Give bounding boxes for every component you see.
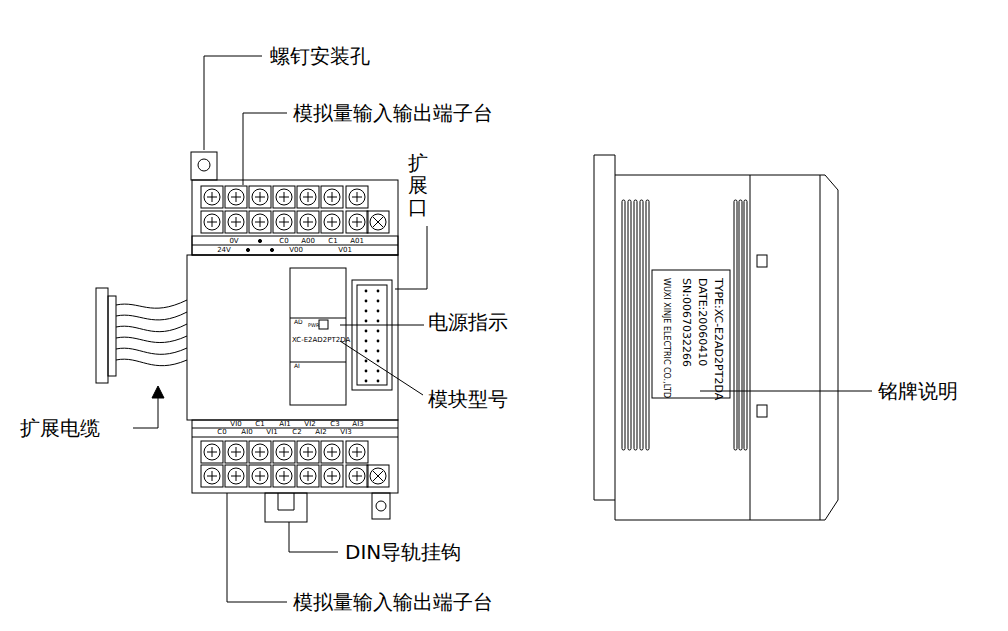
nameplate-text: WUXI XINJE ELECTRIC CO.,LTD [662, 278, 670, 398]
terminal-label: VI1 [266, 429, 277, 436]
terminal-label: C2 [292, 429, 301, 436]
terminal-label: VI0 [230, 421, 241, 428]
terminal-label: V00 [289, 247, 303, 254]
callout-text: 铭牌说明 [878, 381, 958, 401]
terminal-label: VI2 [304, 421, 315, 428]
callout-text: 模块型号 [428, 389, 508, 409]
panel-label: AD [294, 319, 303, 325]
terminal-label: C1 [255, 421, 264, 428]
terminal-label: AI0 [241, 429, 252, 436]
terminal-label: 0V [229, 238, 238, 245]
panel-label: XC-E2AD2PT2DA [292, 337, 350, 344]
callout-text: 模拟量输入输出端子台 [293, 103, 493, 123]
terminal-label: AI1 [279, 421, 290, 428]
callout-text: 扩展电缆 [20, 418, 100, 438]
terminal-label: A01 [350, 238, 364, 245]
callout-text: DIN导轨挂钩 [345, 542, 461, 562]
terminal-label: A00 [301, 238, 315, 245]
nameplate-text: SN:0067032266 [681, 278, 692, 367]
terminal-label: C3 [330, 421, 339, 428]
terminal-label: V01 [338, 247, 352, 254]
callout-text: 电源指示 [428, 312, 508, 332]
terminal-label: C1 [328, 238, 337, 245]
terminal-label: AI2 [315, 429, 326, 436]
terminal-label: 24V [217, 247, 231, 254]
callout-text: 扩展口 [408, 152, 428, 218]
terminal-label: AI3 [352, 421, 363, 428]
callout-text: 模拟量输入输出端子台 [293, 592, 493, 612]
terminal-label: C0 [217, 429, 226, 436]
nameplate-text: DATE:20060410 [697, 278, 708, 366]
terminal-label: C0 [279, 238, 288, 245]
panel-label: AI [294, 363, 300, 369]
callout-text: 螺钉安装孔 [270, 46, 370, 66]
terminal-label: VI3 [340, 429, 351, 436]
nameplate-text: TYPE:XC-E2AD2PT2DA [713, 278, 724, 400]
panel-label: PWR [308, 323, 319, 328]
